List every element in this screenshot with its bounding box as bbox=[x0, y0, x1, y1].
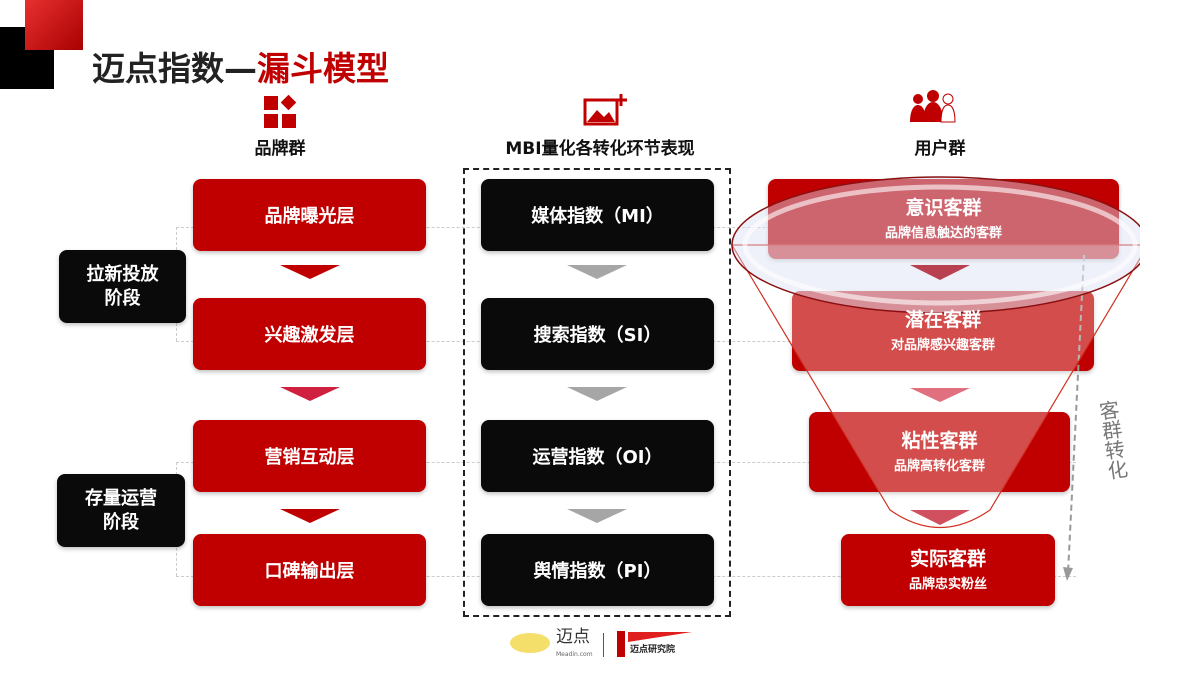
down-arrow-icon bbox=[567, 265, 627, 279]
conversion-label: 客群转化 bbox=[1094, 398, 1130, 482]
users-icon bbox=[910, 90, 956, 123]
user-group-desc: 品牌信息触达的客群 bbox=[884, 225, 1002, 241]
stage-label-line: 阶段 bbox=[103, 511, 139, 533]
brand-group-icon bbox=[264, 94, 298, 130]
user-group-name: 粘性客群 bbox=[901, 429, 978, 452]
brand-layer: 口碑输出层 bbox=[193, 534, 426, 606]
title-black: 迈点指数— bbox=[92, 49, 257, 88]
flag-icon bbox=[628, 632, 692, 642]
brand-group-heading: 品牌群 bbox=[254, 139, 306, 159]
down-arrow-icon bbox=[567, 509, 627, 523]
stage-acquisition: 拉新投放阶段 bbox=[59, 250, 186, 323]
brand-layer: 兴趣激发层 bbox=[193, 298, 426, 370]
meadin-logo: 迈点 Meadin.com bbox=[510, 628, 610, 662]
user-group-desc: 品牌高转化客群 bbox=[893, 458, 985, 474]
logo-text: 迈点研究院 bbox=[630, 645, 676, 655]
brand-layer: 品牌曝光层 bbox=[193, 179, 426, 251]
index-box: 运营指数（OI） bbox=[481, 420, 714, 492]
corner-red-square bbox=[25, 0, 83, 50]
user-group-name: 潜在客群 bbox=[904, 308, 981, 331]
user-group-name: 意识客群 bbox=[905, 196, 982, 219]
tower-icon bbox=[617, 631, 625, 657]
title-red: 漏斗模型 bbox=[257, 49, 389, 88]
image-chart-icon bbox=[583, 94, 627, 126]
down-arrow-icon bbox=[567, 387, 627, 401]
index-box: 媒体指数（MI） bbox=[481, 179, 714, 251]
index-box: 舆情指数（PI） bbox=[481, 534, 714, 606]
mbi-dashed-frame bbox=[463, 168, 731, 617]
logo-text: 迈点 bbox=[556, 627, 590, 647]
user-group: 潜在客群对品牌感兴趣客群 bbox=[792, 291, 1094, 371]
mbi-heading: MBI量化各转化环节表现 bbox=[505, 139, 695, 159]
eye-logo-icon bbox=[510, 633, 550, 653]
stage-label-line: 存量运营 bbox=[85, 487, 157, 509]
user-group-desc: 对品牌感兴趣客群 bbox=[890, 337, 995, 353]
down-arrow-icon bbox=[280, 265, 340, 279]
user-group: 实际客群品牌忠实粉丝 bbox=[841, 534, 1055, 606]
page-title: 迈点指数—漏斗模型 bbox=[92, 42, 389, 90]
stage-label-line: 拉新投放 bbox=[86, 263, 159, 285]
conversion-arrow bbox=[1063, 255, 1085, 581]
user-group: 意识客群品牌信息触达的客群 bbox=[768, 179, 1119, 259]
brand-layer: 营销互动层 bbox=[193, 420, 426, 492]
down-arrow-icon bbox=[280, 387, 340, 401]
logo-divider bbox=[603, 633, 604, 657]
logo-subtext: Meadin.com bbox=[556, 651, 593, 658]
down-arrow-icon bbox=[280, 509, 340, 523]
user-group-heading: 用户群 bbox=[914, 139, 966, 159]
stage-label-line: 阶段 bbox=[104, 287, 141, 309]
research-logo: 迈点研究院 bbox=[614, 628, 704, 660]
index-box: 搜索指数（SI） bbox=[481, 298, 714, 370]
stage-retention: 存量运营阶段 bbox=[57, 474, 185, 547]
user-group: 粘性客群品牌高转化客群 bbox=[809, 412, 1070, 492]
user-group-name: 实际客群 bbox=[909, 547, 986, 570]
user-group-desc: 品牌忠实粉丝 bbox=[908, 576, 987, 592]
